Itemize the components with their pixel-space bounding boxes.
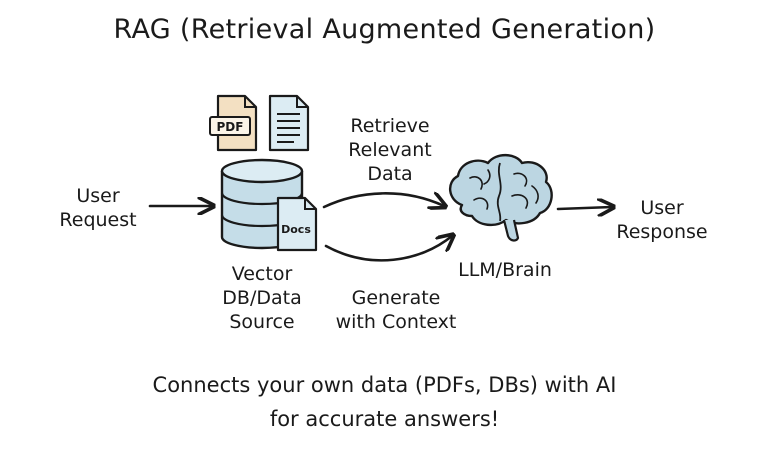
docs-label: Docs [281,223,311,236]
user-request-line2: Request [59,209,137,231]
user-request-line1: User [76,185,120,207]
brain-icon [449,153,553,242]
caption-line2: for accurate answers! [269,407,500,431]
vector-db-line1: Vector [231,263,293,285]
generate-label: Generate with Context [318,286,474,334]
caption-line1: Connects your own data (PDFs, DBs) with … [152,373,617,397]
retrieve-line3: Data [367,163,413,185]
pdf-label: PDF [217,120,244,134]
retrieve-line1: Retrieve [350,115,430,137]
document-icon [268,94,310,152]
retrieve-line2: Relevant [348,139,432,161]
generate-line2: with Context [335,311,457,333]
generate-line1: Generate [351,287,441,309]
docs-file-icon: Docs [276,196,318,252]
user-response-label: User Response [604,196,720,244]
user-response-line2: Response [616,221,708,243]
user-response-line1: User [640,197,684,219]
arrow-generate [324,236,452,262]
user-request-label: User Request [48,184,148,232]
pdf-file-icon: PDF [209,94,258,152]
caption: Connects your own data (PDFs, DBs) with … [0,368,769,436]
vector-db-line3: Source [229,311,295,333]
page-title: RAG (Retrieval Augmented Generation) [113,14,656,45]
vector-db-line2: DB/Data [222,287,302,309]
llm-brain-label: LLM/Brain [458,259,552,281]
vector-db-label: Vector DB/Data Source [204,262,320,334]
arrow-brain-to-response [556,207,612,209]
retrieve-label: Retrieve Relevant Data [330,114,450,186]
arrow-retrieve [322,193,444,207]
